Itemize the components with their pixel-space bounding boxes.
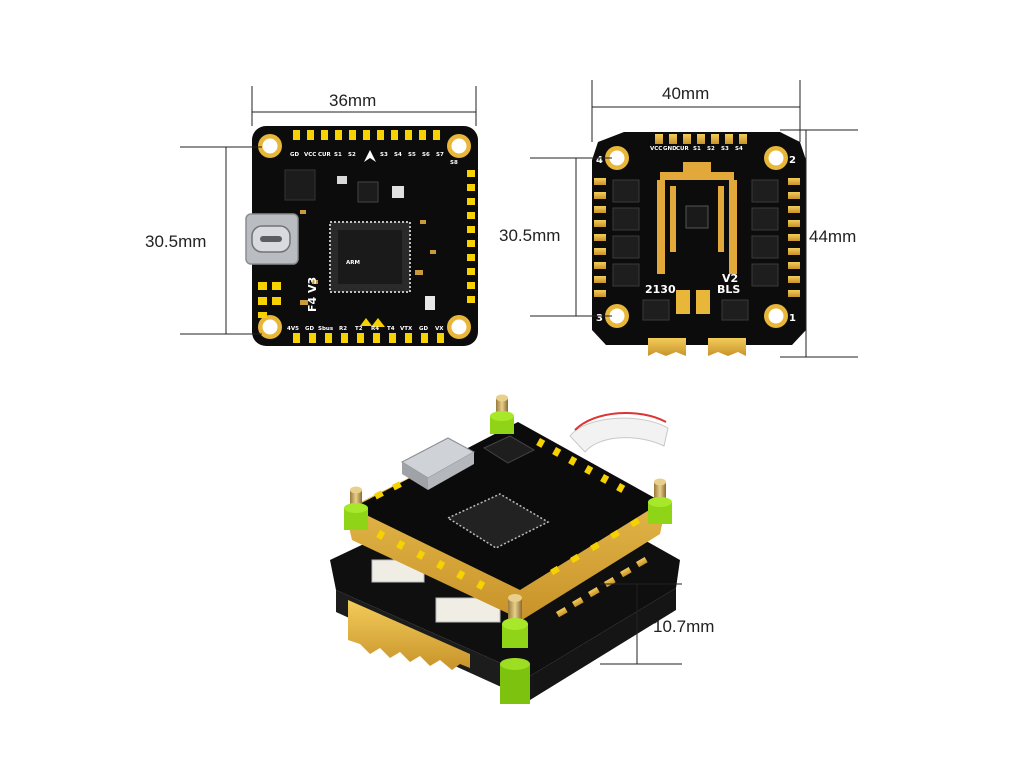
- silk-label: Sbus: [318, 326, 334, 332]
- silk-label: VX: [435, 326, 444, 332]
- fc-bottom-pads: [293, 333, 444, 343]
- esc-height-label: 44mm: [809, 227, 856, 246]
- silk-label: T2: [355, 326, 363, 332]
- silk-label: GND: [663, 146, 677, 152]
- corner-number: 3: [596, 313, 603, 324]
- esc-cable: [569, 417, 669, 453]
- silk-label: S3: [721, 146, 729, 152]
- chip-label: ARM: [346, 260, 360, 266]
- standoff-left: [344, 486, 368, 530]
- esc-center-traces: [657, 162, 737, 274]
- fc-silkscreen-bottom: 4V5 GD Sbus R2 T2 R4 T4 VTX GD VX: [287, 326, 444, 332]
- stack-standoffs: [344, 394, 672, 704]
- esc-height-dimension: [780, 129, 858, 358]
- esc-top-pads: [655, 134, 747, 144]
- esc-battery-pads: [648, 338, 746, 356]
- fc-mount-dimension: [180, 146, 262, 335]
- silk-label: VCC: [650, 146, 662, 152]
- esc-mount-label: 30.5mm: [499, 226, 560, 245]
- standoff-right: [648, 478, 672, 524]
- fc-left-pads: [258, 282, 281, 318]
- fc-mounting-holes: [258, 134, 471, 339]
- silk-label: S6: [422, 152, 430, 158]
- esc-mosfets-right: [721, 179, 779, 321]
- silk-label: GD: [305, 326, 315, 332]
- silk-label: S3: [380, 152, 388, 158]
- silk-label: 4V5: [287, 326, 299, 332]
- corner-number: 2: [789, 155, 796, 166]
- stack-esc-pads: [348, 557, 648, 670]
- stack-fc-pads: [374, 438, 640, 590]
- esc-type: BLS: [717, 283, 740, 296]
- silk-label: S1: [693, 146, 701, 152]
- fc-board-top-view: ARM GD VCC CUR S1 S2 S3 S4 S5: [245, 126, 478, 346]
- silk-label: CUR: [676, 146, 690, 152]
- esc-mounting-holes: [605, 146, 788, 328]
- stack-height-dimension: [600, 583, 682, 665]
- stack-fc-mcu: [446, 493, 550, 549]
- fc-right-pads: [467, 170, 475, 303]
- esc-model: 2130: [645, 283, 676, 296]
- esc-silkscreen-top: VCC GND CUR S1 S2 S3 S4: [650, 146, 743, 152]
- fc-silkscreen-top: GD VCC CUR S1 S2 S3 S4 S5 S6 S7 S8: [290, 150, 458, 166]
- fc-small-components: [284, 169, 436, 327]
- silk-label: S5: [408, 152, 416, 158]
- usb-c-connector: [245, 213, 299, 265]
- silk-label: R2: [339, 326, 347, 332]
- stack-fc-chip: [482, 435, 536, 464]
- silk-label: GD: [290, 152, 300, 158]
- silk-label: GD: [419, 326, 429, 332]
- silk-label: T4: [387, 326, 395, 332]
- arrow-icon: [364, 150, 376, 162]
- silk-label: S2: [707, 146, 715, 152]
- stack-height-label: 10.7mm: [653, 617, 714, 636]
- standoff-front: [500, 594, 530, 704]
- silk-label: S1: [334, 152, 342, 158]
- stack-perspective-view: [330, 394, 680, 704]
- fc-top-pads: [293, 130, 440, 140]
- silk-label: S8: [450, 160, 458, 166]
- silk-label: R4: [371, 326, 379, 332]
- silk-label: CUR: [318, 152, 332, 158]
- esc-version: V2: [722, 272, 738, 285]
- esc-capacitor: [676, 290, 690, 314]
- fc-mount-label: 30.5mm: [145, 232, 206, 251]
- esc-left-pads: [594, 178, 606, 297]
- esc-mcu-chip: [685, 205, 709, 229]
- silk-label: S4: [735, 146, 743, 152]
- esc-board-top-view: ⊕ ⊖ VCC GND CUR S1 S2 S3 S4 4 2 3 1 2130…: [592, 132, 806, 356]
- minus-icon: ⊖: [752, 344, 760, 355]
- silk-label: S7: [436, 152, 444, 158]
- esc-width-label: 40mm: [662, 84, 709, 103]
- plus-icon: ⊕: [632, 344, 640, 355]
- standoff-back: [490, 394, 514, 434]
- corner-number: 1: [789, 313, 796, 324]
- stack-usb-c-connector: [400, 437, 476, 490]
- esc-right-pads: [788, 178, 800, 297]
- esc-mosfets-left: [612, 179, 670, 321]
- board-name: F4 V3: [306, 277, 319, 312]
- esc-width-dimension: [591, 80, 801, 142]
- fc-width-dimension: [251, 86, 477, 126]
- fc-width-label: 36mm: [329, 91, 376, 110]
- esc-capacitor: [696, 290, 710, 314]
- silk-label: VTX: [400, 326, 413, 332]
- fc-mcu-chip: ARM: [329, 221, 411, 293]
- corner-number: 4: [596, 155, 603, 166]
- stack-connector: [435, 597, 501, 623]
- silk-label: VCC: [304, 152, 316, 158]
- esc-mount-dimension: [530, 157, 612, 317]
- silk-label: S4: [394, 152, 402, 158]
- silk-label: S2: [348, 152, 356, 158]
